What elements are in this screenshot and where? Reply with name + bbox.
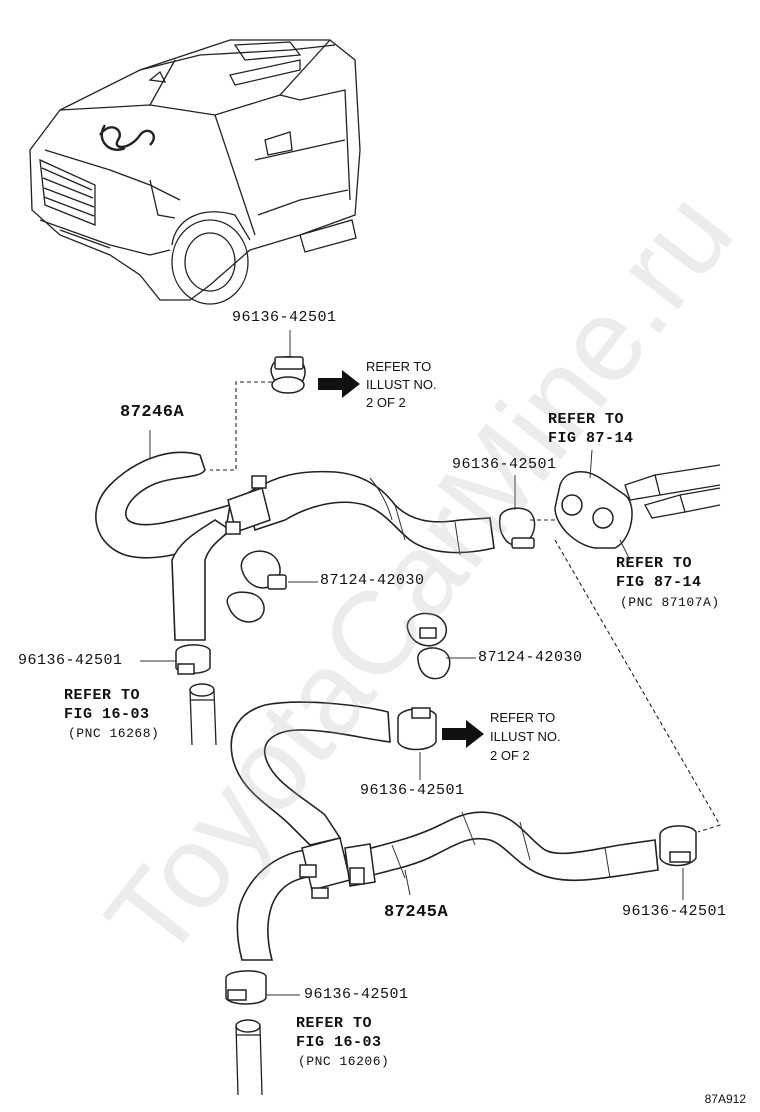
refer-line-2: FIG 87-14 bbox=[616, 574, 702, 591]
label-hose-87246a: 87246A bbox=[120, 403, 185, 422]
refer-line-1: REFER TO bbox=[366, 359, 432, 374]
dash-right bbox=[554, 539, 721, 833]
refer-line-3: 2 OF 2 bbox=[490, 748, 530, 763]
label-pnc-87107a: (PNC 87107A) bbox=[620, 595, 720, 610]
clamp-87124-center bbox=[406, 612, 451, 680]
clamp-87124-upper bbox=[226, 550, 287, 623]
hose-87245a bbox=[230, 701, 659, 961]
clamp-bottom-right bbox=[659, 825, 697, 867]
label-clamp-top: 96136-42501 bbox=[232, 309, 337, 326]
label-refer-fig-16-03-bottom: REFER TO FIG 16-03 bbox=[296, 1014, 382, 1052]
clamp-left bbox=[175, 644, 211, 675]
label-clamp-bottom: 96136-42501 bbox=[304, 986, 409, 1003]
label-refer-illust-top: REFER TO ILLUST NO. 2 OF 2 bbox=[366, 358, 437, 412]
refer-line-1: REFER TO bbox=[296, 1015, 373, 1032]
refer-line-2: FIG 16-03 bbox=[64, 706, 150, 723]
label-hose-87245a: 87245A bbox=[384, 903, 449, 922]
label-clamp-mid-right: 96136-42501 bbox=[452, 456, 557, 473]
label-clamp-left: 96136-42501 bbox=[18, 652, 123, 669]
label-pnc-16268: (PNC 16268) bbox=[68, 726, 160, 741]
refer-line-2: FIG 16-03 bbox=[296, 1034, 382, 1051]
label-clamp-87124-upper: 87124-42030 bbox=[320, 572, 425, 589]
label-refer-fig-87-14-top: REFER TO FIG 87-14 bbox=[548, 410, 634, 448]
label-pnc-16206: (PNC 16206) bbox=[298, 1054, 390, 1069]
heater-fitting-87-14 bbox=[554, 464, 721, 549]
pipe-fig-16-03-top bbox=[189, 683, 217, 746]
label-refer-illust-mid: REFER TO ILLUST NO. 2 OF 2 bbox=[490, 708, 561, 765]
clamp-upper-top bbox=[270, 356, 306, 394]
right-arrow-icon bbox=[442, 720, 484, 748]
label-refer-fig-16-03-top: REFER TO FIG 16-03 bbox=[64, 686, 150, 724]
refer-line-1: REFER TO bbox=[616, 555, 693, 572]
refer-line-1: REFER TO bbox=[64, 687, 141, 704]
refer-line-2: ILLUST NO. bbox=[490, 729, 561, 744]
label-clamp-87124-center: 87124-42030 bbox=[478, 649, 583, 666]
dash-top bbox=[210, 381, 272, 471]
clamp-mid-right bbox=[498, 507, 536, 549]
leader-lines bbox=[140, 330, 684, 996]
right-arrow-icon bbox=[318, 370, 360, 398]
label-refer-fig-87-14-bottom: REFER TO FIG 87-14 bbox=[616, 554, 702, 592]
refer-line-1: REFER TO bbox=[490, 710, 556, 725]
refer-line-2: FIG 87-14 bbox=[548, 430, 634, 447]
clamp-mid-lower bbox=[397, 707, 437, 751]
figure-code: 87A912 bbox=[704, 1092, 746, 1106]
refer-line-1: REFER TO bbox=[548, 411, 625, 428]
label-clamp-bottom-right: 96136-42501 bbox=[622, 903, 727, 920]
pipe-fig-16-03-bottom bbox=[235, 1019, 263, 1096]
clamp-hose-joint-upper bbox=[225, 475, 271, 535]
clamp-bottom bbox=[225, 970, 267, 1005]
label-clamp-mid: 96136-42501 bbox=[360, 782, 465, 799]
vehicle-illustration bbox=[29, 39, 361, 305]
hose-87246a bbox=[95, 451, 495, 641]
refer-line-3: 2 OF 2 bbox=[366, 395, 406, 410]
clamp-hose-joint-lower bbox=[299, 837, 376, 899]
refer-line-2: ILLUST NO. bbox=[366, 377, 437, 392]
